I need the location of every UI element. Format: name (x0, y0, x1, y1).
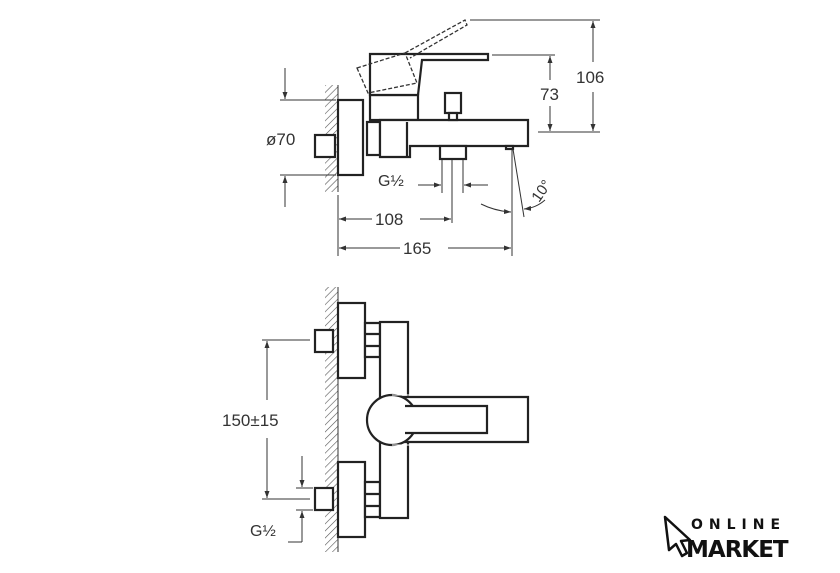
inlet-nipple (313, 133, 337, 159)
upper-flange (336, 301, 367, 380)
online-market-logo: ONLINE MARKET (663, 515, 790, 563)
dim-outlet-thread: G½ (378, 173, 404, 190)
outlet (438, 144, 468, 161)
logo-line1: ONLINE (691, 517, 786, 533)
front-view: 150±15 G½ (222, 287, 530, 552)
dim-inlet-spacing: 150±15 (222, 411, 279, 430)
dim-total-depth: 165 (403, 239, 431, 258)
diverter-knob (443, 91, 463, 115)
neck (365, 120, 382, 157)
dim-flange-diameter: ø70 (266, 130, 295, 149)
wall-flange (336, 98, 365, 177)
aerator (504, 144, 515, 151)
cartridge-base (368, 93, 420, 122)
dim-outlet-distance: 108 (375, 210, 403, 229)
dim-total-height: 106 (576, 68, 604, 87)
dim-spout-angle: 10° (528, 177, 555, 205)
dim-inlet-thread: G½ (250, 523, 276, 540)
cursor-arrow-icon (663, 515, 692, 558)
side-view: ø70 106 73 G½ 108 165 10° (266, 19, 604, 258)
dim-lever-height: 73 (540, 85, 559, 104)
body-spout (378, 118, 530, 159)
lower-flange (336, 460, 367, 539)
lower-inlet-nipple (313, 486, 335, 512)
logo-line2: MARKET (686, 537, 789, 563)
upper-inlet-nipple (313, 328, 335, 354)
lever (368, 52, 490, 97)
wall-hatch (325, 287, 338, 552)
lever-open-position (356, 19, 468, 94)
